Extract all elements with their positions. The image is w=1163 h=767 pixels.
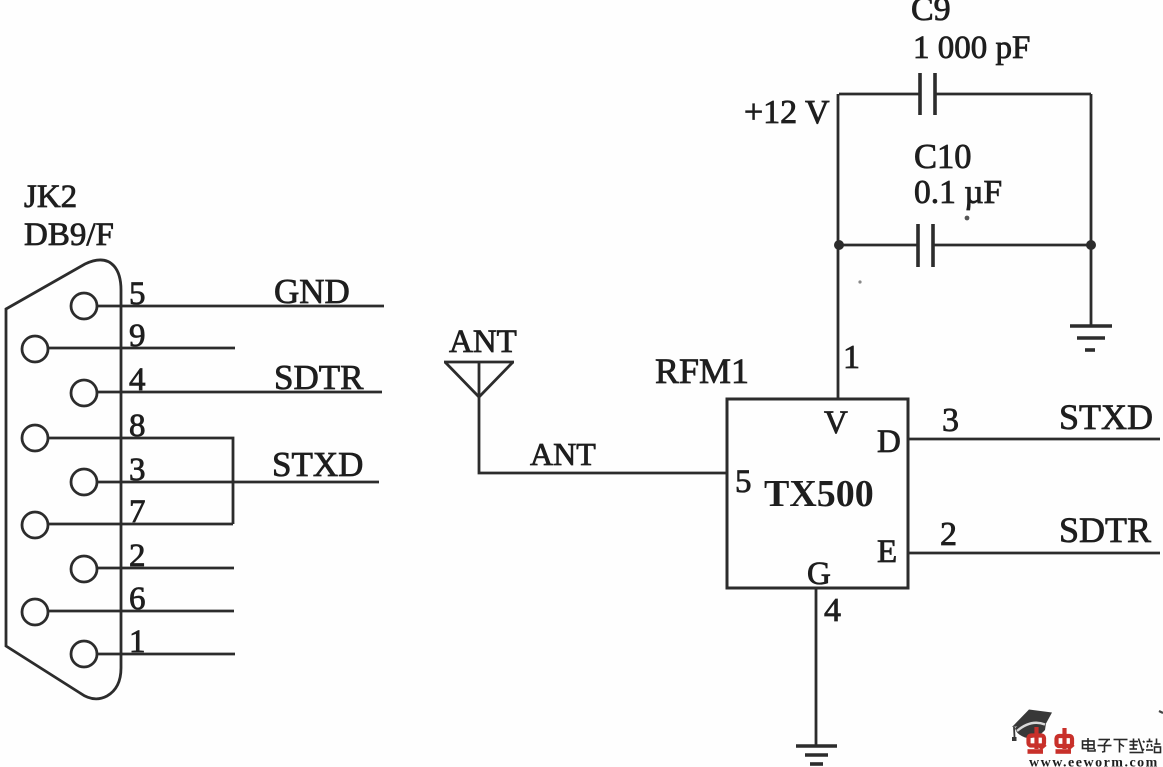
svg-text:DB9/F: DB9/F: [24, 217, 114, 253]
svg-text:ANT: ANT: [530, 436, 596, 472]
svg-text:3: 3: [129, 452, 146, 488]
svg-text:2: 2: [940, 516, 957, 553]
svg-text:5: 5: [129, 276, 146, 312]
svg-text:4: 4: [824, 592, 841, 629]
svg-text:4: 4: [129, 362, 146, 398]
svg-text:RFM1: RFM1: [655, 351, 749, 391]
svg-text:5: 5: [735, 464, 752, 500]
svg-text:2: 2: [129, 538, 146, 574]
svg-text:6: 6: [129, 581, 146, 617]
svg-text:9: 9: [129, 318, 146, 354]
svg-text:1: 1: [843, 339, 860, 376]
svg-text:+12 V: +12 V: [744, 94, 830, 131]
svg-text:JK2: JK2: [24, 179, 77, 215]
svg-text:STXD: STXD: [1059, 397, 1153, 437]
svg-text:C9: C9: [911, 0, 951, 28]
svg-text:TX500: TX500: [764, 473, 874, 515]
svg-text:STXD: STXD: [272, 445, 363, 484]
svg-text:SDTR: SDTR: [1059, 510, 1151, 550]
svg-text:SDTR: SDTR: [274, 358, 364, 397]
svg-text:1 000 pF: 1 000 pF: [913, 30, 1030, 66]
svg-text:V: V: [824, 405, 848, 441]
svg-text:3: 3: [942, 402, 959, 439]
svg-text:G: G: [807, 556, 831, 592]
svg-text:www.eeworm.com: www.eeworm.com: [1029, 756, 1159, 767]
svg-text:ANT: ANT: [449, 324, 517, 360]
svg-text:0.1 µF: 0.1 µF: [914, 174, 1002, 211]
svg-text:D: D: [877, 424, 901, 460]
svg-text:8: 8: [129, 408, 146, 444]
svg-text:C10: C10: [914, 138, 972, 176]
svg-text:GND: GND: [274, 272, 350, 311]
svg-text:7: 7: [129, 494, 146, 530]
svg-text:1: 1: [129, 624, 146, 660]
svg-text:E: E: [877, 534, 897, 570]
